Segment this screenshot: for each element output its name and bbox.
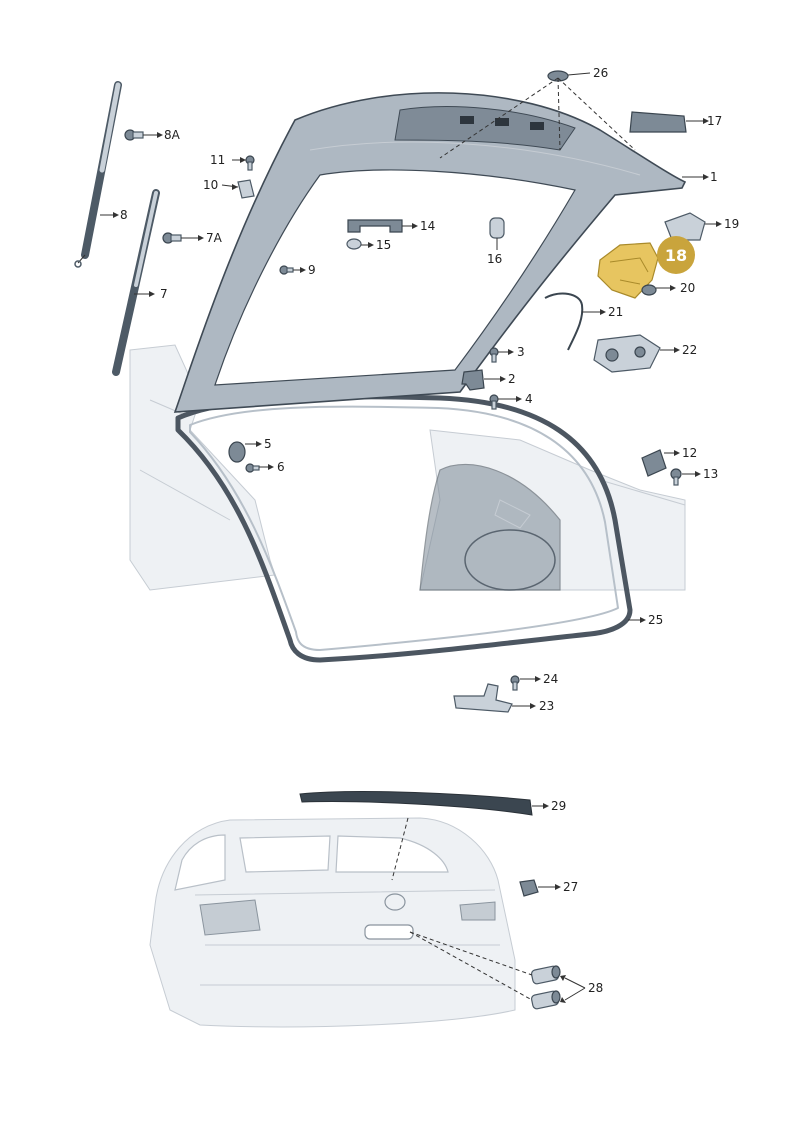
label-1: 1 xyxy=(710,170,718,184)
label-13: 13 xyxy=(703,467,718,481)
label-6: 6 xyxy=(277,460,285,474)
motor-22 xyxy=(593,334,661,373)
label-29: 29 xyxy=(551,799,566,813)
label-28: 28 xyxy=(588,981,603,995)
label-23: 23 xyxy=(539,699,554,713)
lamp-17 xyxy=(629,111,687,133)
label-10: 10 xyxy=(203,178,218,192)
bolt-7a xyxy=(162,232,182,244)
screw-3 xyxy=(489,347,499,363)
gas-strut-8 xyxy=(74,81,122,268)
label-24: 24 xyxy=(543,672,558,686)
label-16: 16 xyxy=(487,252,502,266)
bolt-8a xyxy=(124,129,144,141)
label-25: 25 xyxy=(648,613,663,627)
label-18: 18 xyxy=(665,246,687,265)
label-11: 11 xyxy=(210,153,225,167)
label-4: 4 xyxy=(525,392,533,406)
screw-24 xyxy=(510,675,520,691)
label-9: 9 xyxy=(308,263,316,277)
label-22: 22 xyxy=(682,343,697,357)
screw-11 xyxy=(245,155,255,171)
gas-strut-7 xyxy=(112,189,160,376)
label-20: 20 xyxy=(680,281,695,295)
nut-20 xyxy=(641,284,657,296)
screw-4 xyxy=(489,394,499,410)
leader-lines xyxy=(100,72,722,1003)
label-27: 27 xyxy=(563,880,578,894)
car-rear-view xyxy=(149,817,516,1028)
cap-27 xyxy=(519,879,539,897)
cable-21 xyxy=(544,292,584,351)
label-19: 19 xyxy=(724,217,739,231)
screw-13 xyxy=(670,468,682,486)
label-7: 7 xyxy=(160,287,168,301)
sensors-28 xyxy=(530,965,561,1010)
label-26: 26 xyxy=(593,66,608,80)
label-14: 14 xyxy=(420,219,435,233)
bracket-10 xyxy=(237,179,255,199)
small-parts xyxy=(124,70,706,713)
clip-6 xyxy=(245,463,260,473)
grommet-5 xyxy=(228,441,246,463)
striker-2 xyxy=(461,369,485,391)
tailgate-1 xyxy=(173,92,687,413)
label-8a: 8A xyxy=(164,128,181,142)
bracket-14 xyxy=(347,219,403,233)
label-8: 8 xyxy=(120,208,128,222)
cover-19 xyxy=(664,212,706,241)
label-3: 3 xyxy=(517,345,525,359)
callout-labels: 26 17 1 8A 11 10 8 7A 14 15 16 19 9 7 20… xyxy=(120,66,739,995)
label-7a: 7A xyxy=(206,231,223,245)
buffer-12 xyxy=(641,449,667,477)
label-2: 2 xyxy=(508,372,516,386)
striker-plate-23 xyxy=(453,683,513,713)
label-12: 12 xyxy=(682,446,697,460)
spoiler-29 xyxy=(299,791,533,816)
label-21: 21 xyxy=(608,305,623,319)
label-17: 17 xyxy=(707,114,722,128)
nut-15 xyxy=(346,238,362,250)
bumper-16 xyxy=(489,217,505,239)
label-5: 5 xyxy=(264,437,272,451)
boot-seal-25 xyxy=(175,394,633,663)
badge-18[interactable]: 18 xyxy=(657,236,695,274)
lock-18 xyxy=(597,242,659,299)
label-15: 15 xyxy=(376,238,391,252)
